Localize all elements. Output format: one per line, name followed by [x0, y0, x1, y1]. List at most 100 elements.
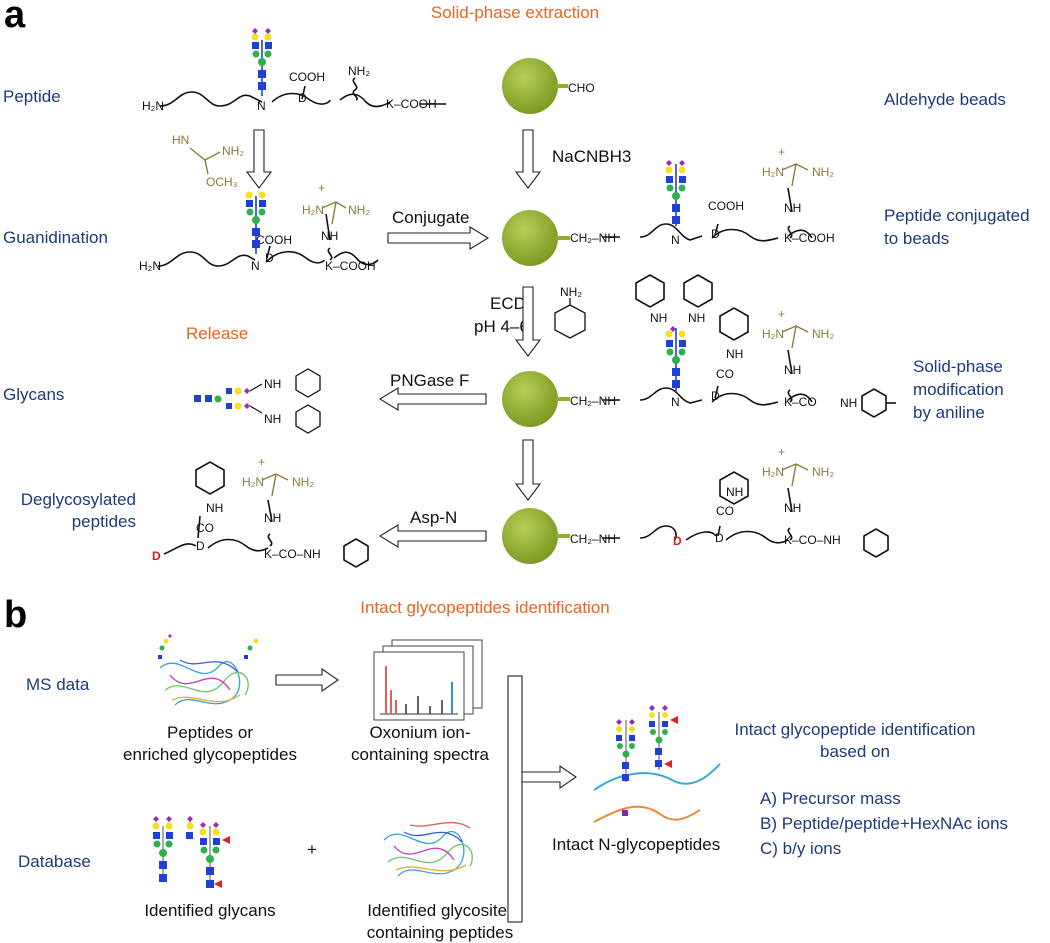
glycosite-label-1: Identified glycosite- [367, 901, 513, 920]
bead-modified [502, 371, 570, 427]
svg-text:K–COOH: K–COOH [386, 97, 437, 111]
deglyco-peptide-released [163, 461, 369, 568]
svg-text:NH₂: NH₂ [222, 144, 244, 158]
glycans-label: Glycans [3, 385, 65, 404]
svg-text:H₂N: H₂N [762, 165, 784, 179]
identified-glycans-label: Identified glycans [144, 901, 276, 920]
svg-text:NH: NH [206, 501, 223, 515]
id-title-1: Intact glycopeptide identification [734, 720, 976, 739]
database-label: Database [18, 852, 91, 871]
release-label: Release [186, 324, 249, 343]
guanidinated-peptide [157, 196, 379, 267]
peptide-tangle-icon [159, 659, 249, 706]
aspn-label: Asp-N [410, 508, 458, 527]
spectra-stack-icon [373, 639, 483, 721]
svg-text:K–COOH: K–COOH [325, 259, 376, 273]
svg-text:D: D [265, 251, 274, 265]
svg-text:NH: NH [784, 201, 801, 215]
svg-text:+: + [778, 307, 785, 321]
svg-text:+: + [318, 181, 325, 195]
arrow-to-spectra [275, 667, 339, 693]
svg-text:HN: HN [172, 133, 189, 147]
svg-text:D: D [196, 539, 205, 553]
criterion-b: B) Peptide/peptide+HexNAc ions [760, 814, 1009, 833]
svg-text:NH: NH [321, 229, 338, 243]
oxonium-label-2: containing spectra [351, 745, 489, 764]
arrow-down-guanidination [245, 129, 273, 189]
intact-glycopeptide-icon [593, 705, 721, 823]
conjugated-label-2: to beads [884, 229, 950, 248]
svg-text:NH: NH [726, 485, 743, 499]
svg-text:K–CO: K–CO [784, 395, 817, 409]
svg-text:N: N [251, 259, 260, 273]
ecd-label: ECD [490, 294, 526, 313]
arrow-down-nacnbh3 [514, 129, 542, 189]
svg-text:H₂N: H₂N [762, 465, 784, 479]
released-glycan [194, 368, 321, 434]
svg-text:COOH: COOH [256, 233, 292, 247]
aldehyde-beads-label: Aldehyde beads [884, 90, 1006, 109]
pngase-label: PNGase F [390, 371, 470, 390]
svg-text:H₂N: H₂N [302, 203, 324, 217]
bead-conjugated [502, 210, 570, 266]
svg-text:NH₂: NH₂ [812, 327, 834, 341]
svg-text:NH: NH [650, 311, 667, 325]
glycosite-label-2: containing peptides [366, 923, 514, 942]
merge-bracket [507, 675, 577, 923]
svg-text:NH: NH [264, 412, 281, 426]
reagent-methylisourea: HN NH₂ OCH₃ [172, 133, 244, 189]
arrow-down-aspn-step [514, 439, 542, 501]
svg-text:NH₂: NH₂ [348, 64, 370, 78]
svg-text:H₂N: H₂N [762, 327, 784, 341]
svg-text:NH₂: NH₂ [292, 475, 314, 489]
svg-text:CO: CO [716, 504, 734, 518]
svg-text:N: N [671, 233, 680, 247]
svg-text:NH: NH [784, 501, 801, 515]
arrow-conjugate [387, 226, 490, 250]
svg-text:D: D [711, 389, 720, 403]
svg-text:CHO: CHO [568, 81, 595, 95]
svg-text:NH: NH [264, 377, 281, 391]
modification-label-2: modification [913, 380, 1004, 399]
glycan-guanidinated [245, 191, 266, 248]
svg-text:NH₂: NH₂ [812, 465, 834, 479]
svg-text:H₂N: H₂N [242, 475, 264, 489]
svg-text:CO: CO [196, 521, 214, 535]
arrow-aspn [378, 524, 487, 548]
svg-text:K–CO–NH: K–CO–NH [264, 547, 321, 561]
svg-text:K–CO–NH: K–CO–NH [784, 533, 841, 547]
svg-text:+: + [778, 445, 785, 459]
svg-text:NH₂: NH₂ [812, 165, 834, 179]
criterion-c: C) b/y ions [760, 839, 842, 858]
svg-text:N: N [257, 99, 266, 113]
svg-text:CH₂–NH: CH₂–NH [570, 231, 616, 245]
svg-text:NH: NH [264, 511, 281, 525]
modified-peptide [602, 274, 896, 418]
svg-text:NH₂: NH₂ [348, 203, 370, 217]
plus-sign: + [307, 840, 317, 859]
svg-text:NH: NH [726, 347, 743, 361]
svg-text:D: D [152, 549, 161, 563]
tangle-glycans-icon [158, 634, 259, 659]
peptides-label-1: Peptides or [167, 723, 253, 742]
peptide-label: Peptide [3, 87, 61, 106]
bead-deglycosylated [502, 508, 570, 564]
identified-glycans-icon [152, 816, 230, 888]
svg-text:D: D [673, 534, 682, 548]
arrow-down-ecd [514, 286, 542, 357]
svg-text:D: D [715, 531, 724, 545]
svg-text:H₂N: H₂N [142, 99, 164, 113]
peptides-label-2: enriched glycopeptides [123, 745, 297, 764]
arrow-pngase [378, 387, 487, 411]
svg-text:D: D [711, 227, 720, 241]
svg-text:NH₂: NH₂ [560, 285, 582, 299]
svg-text:COOH: COOH [289, 70, 325, 84]
deglyco-label-1: Deglycosylated [20, 490, 136, 509]
ph-label: pH 4–6 [474, 317, 529, 336]
svg-text:OCH₃: OCH₃ [206, 175, 238, 189]
intact-glycopeptides-label: Intact N-glycopeptides [552, 835, 721, 854]
panel-a-letter: a [4, 0, 26, 36]
svg-text:CH₂–NH: CH₂–NH [570, 394, 616, 408]
deglyco-peptide-bead [602, 471, 889, 558]
